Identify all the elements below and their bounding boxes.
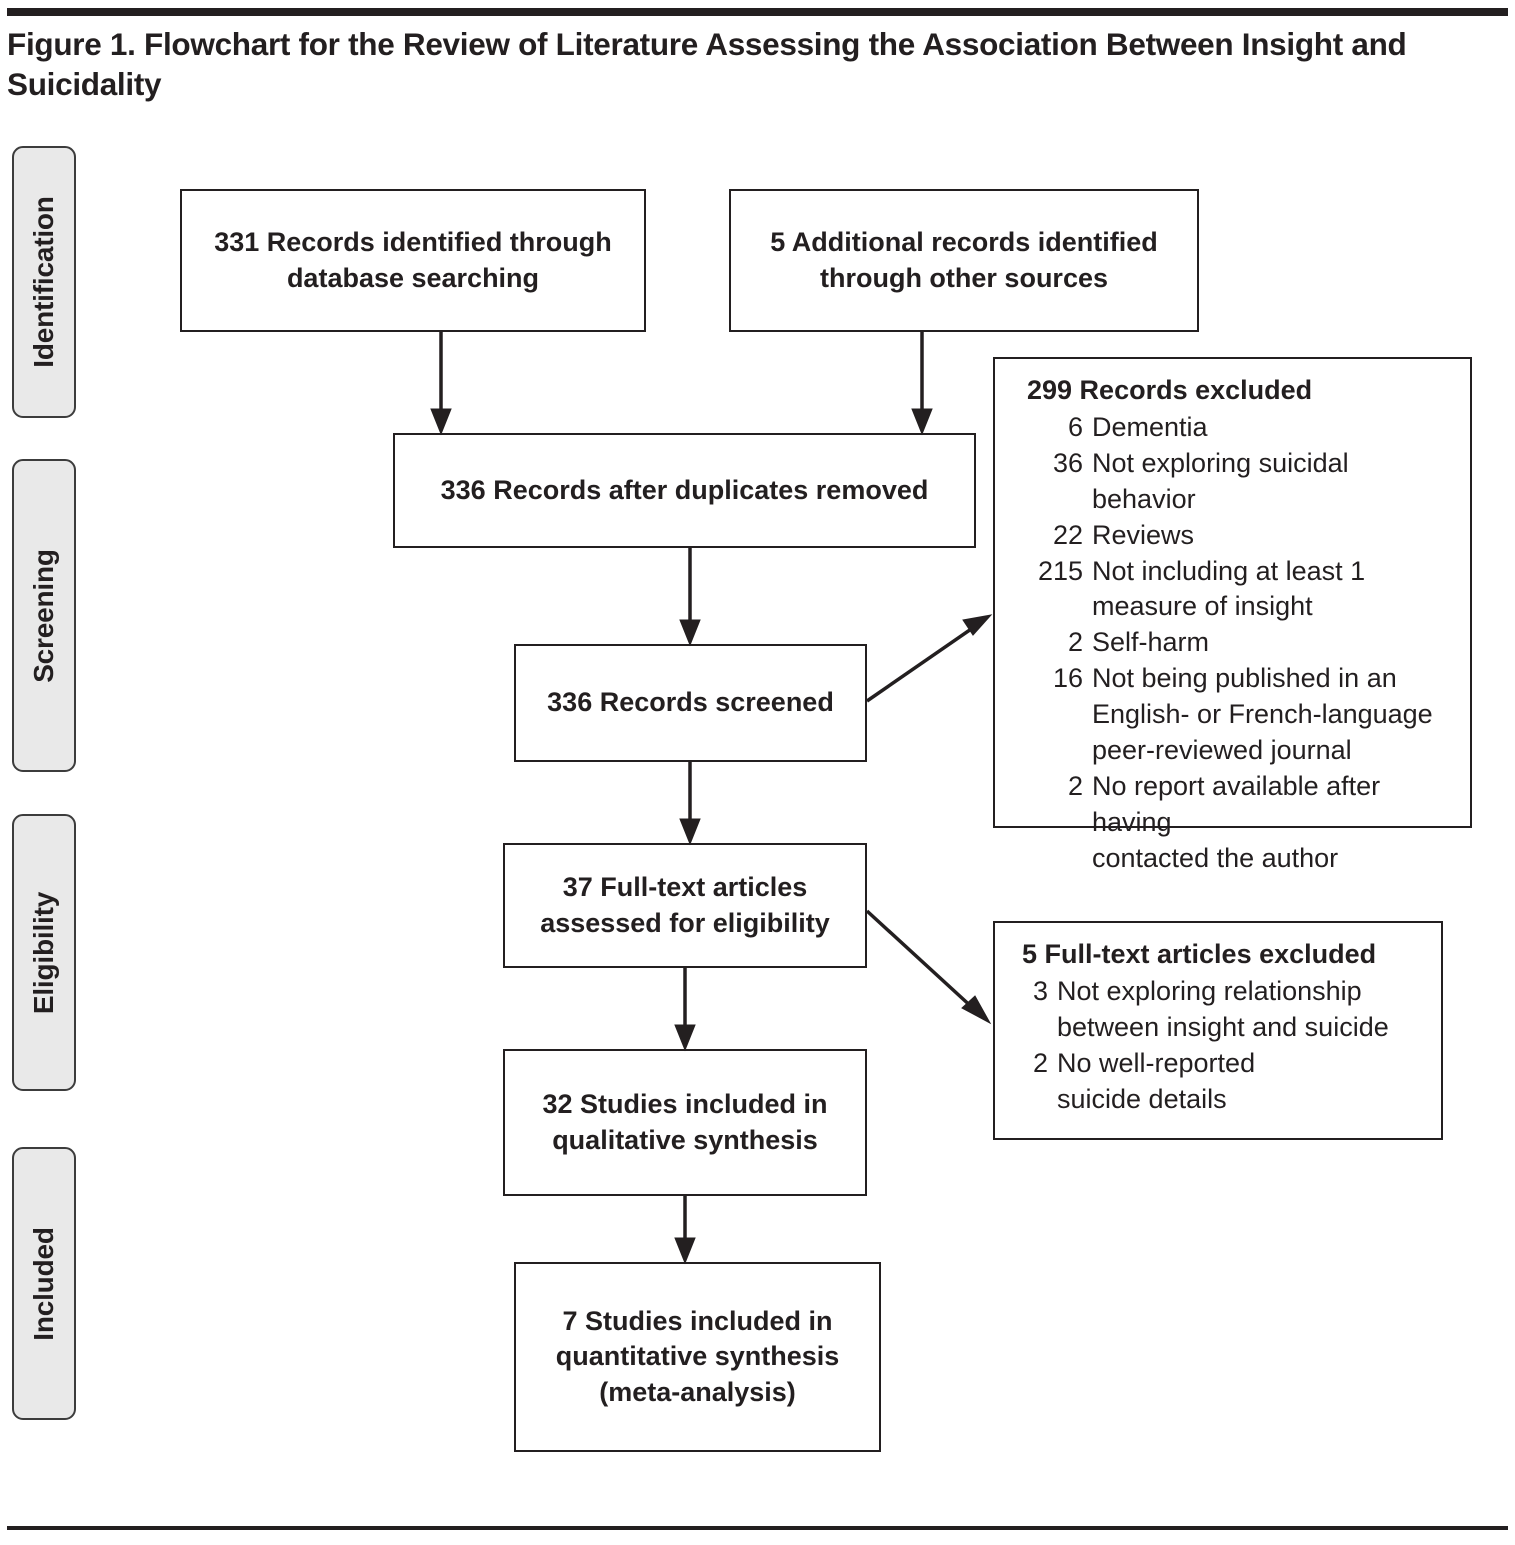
list-item: 22 Reviews xyxy=(1027,518,1456,554)
arrow-qualitative-to-quantitative xyxy=(674,1196,696,1265)
list-item-count: 2 xyxy=(1067,627,1083,658)
arrow-screened-to-records-excluded xyxy=(866,614,993,703)
records-excluded-heading: 299 Records excluded xyxy=(1027,375,1313,405)
list-item-count: 22 xyxy=(1052,519,1083,550)
list-item-label: Not exploring relationship between insig… xyxy=(1057,975,1389,1042)
list-item-label: Self-harm xyxy=(1092,627,1210,658)
list-item-count: 16 xyxy=(1052,663,1083,694)
list-item-count: 2 xyxy=(1067,770,1083,801)
arrow-fulltext-to-qualitative xyxy=(674,968,696,1052)
list-item-count: 3 xyxy=(1032,975,1048,1006)
arrow-database-to-duplicates xyxy=(430,332,452,436)
stage-tab-identification: Identification xyxy=(12,146,76,418)
node-other-records: 5 Additional records identified through … xyxy=(729,189,1199,332)
list-item-label: No report available after having contact… xyxy=(1092,770,1381,873)
list-item-label: Not exploring suicidal behavior xyxy=(1092,447,1349,514)
list-item: 215 Not including at least 1 measure of … xyxy=(1027,554,1456,626)
node-database-records-text: 331 Records identified through database … xyxy=(214,227,612,293)
fulltext-excluded-list: 3 Not exploring relationship between ins… xyxy=(1022,974,1427,1118)
node-records-screened: 336 Records screened xyxy=(514,644,867,762)
node-fulltext-assessed-text: 37 Full-text articles assessed for eligi… xyxy=(540,872,830,938)
list-item: 2 No report available after having conta… xyxy=(1027,769,1456,877)
fulltext-excluded-box: 5 Full-text articles excluded 3 Not expl… xyxy=(993,921,1443,1140)
list-item-label: Not being published in an English- or Fr… xyxy=(1092,663,1433,766)
records-excluded-box: 299 Records excluded 6 Dementia 36 Not e… xyxy=(993,357,1472,873)
stage-tab-eligibility: Eligibility xyxy=(12,814,76,1091)
list-item-label: Reviews xyxy=(1092,519,1195,550)
node-other-records-text: 5 Additional records identified through … xyxy=(770,227,1158,293)
list-item-count: 36 xyxy=(1052,447,1083,478)
node-quantitative-included-text: 7 Studies included in quantitative synth… xyxy=(555,1306,840,1407)
node-qualitative-included-text: 32 Studies included in qualitative synth… xyxy=(542,1089,828,1155)
node-duplicates-removed-text: 336 Records after duplicates removed xyxy=(440,474,929,505)
list-item-count: 6 xyxy=(1067,411,1083,442)
arrow-screened-to-fulltext xyxy=(679,762,701,846)
list-item: 36 Not exploring suicidal behavior xyxy=(1027,446,1456,518)
node-fulltext-assessed: 37 Full-text articles assessed for eligi… xyxy=(503,843,867,968)
bottom-rule xyxy=(7,1526,1508,1530)
list-item: 16 Not being published in an English- or… xyxy=(1027,661,1456,769)
node-records-screened-text: 336 Records screened xyxy=(547,687,834,718)
arrow-duplicates-to-screened xyxy=(679,548,701,647)
list-item: 2 Self-harm xyxy=(1027,625,1456,661)
list-item-label: Dementia xyxy=(1092,411,1208,442)
fulltext-excluded-heading: 5 Full-text articles excluded xyxy=(1022,939,1377,969)
list-item-count: 215 xyxy=(1037,555,1083,586)
records-excluded-list: 6 Dementia 36 Not exploring suicidal beh… xyxy=(1027,410,1456,877)
stage-tab-screening: Screening xyxy=(12,459,76,772)
list-item-label: No well-reported suicide details xyxy=(1057,1047,1256,1114)
list-item-count: 2 xyxy=(1032,1047,1048,1078)
arrow-other-to-duplicates xyxy=(911,332,933,436)
node-database-records: 331 Records identified through database … xyxy=(180,189,646,332)
list-item-label: Not including at least 1 measure of insi… xyxy=(1092,555,1366,622)
node-duplicates-removed: 336 Records after duplicates removed xyxy=(393,433,976,548)
list-item: 3 Not exploring relationship between ins… xyxy=(1022,974,1427,1046)
node-quantitative-included: 7 Studies included in quantitative synth… xyxy=(514,1262,881,1452)
arrow-fulltext-to-fulltext-excluded xyxy=(865,909,992,1025)
node-qualitative-included: 32 Studies included in qualitative synth… xyxy=(503,1049,867,1196)
top-rule xyxy=(7,8,1508,16)
figure-title: Figure 1. Flowchart for the Review of Li… xyxy=(7,26,1407,103)
list-item: 2 No well-reported suicide details xyxy=(1022,1046,1427,1118)
list-item: 6 Dementia xyxy=(1027,410,1456,446)
stage-tab-included: Included xyxy=(12,1147,76,1420)
